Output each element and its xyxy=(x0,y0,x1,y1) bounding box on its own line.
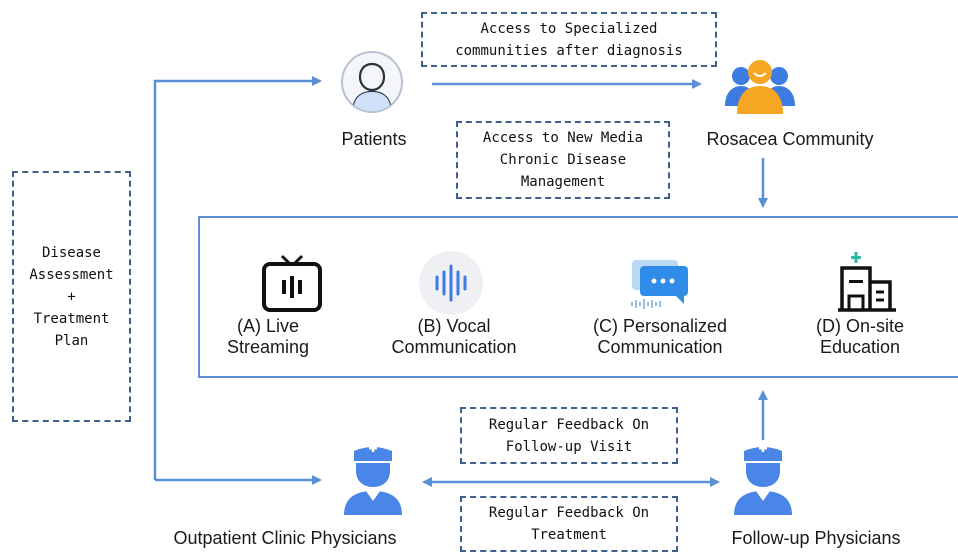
method-b-label: (B) Vocal Communication xyxy=(391,316,517,357)
outpatient-label: Outpatient Clinic Physicians xyxy=(173,528,397,548)
feedback-treatment-note: Regular Feedback On Treatment xyxy=(460,496,678,552)
community-label: Rosacea Community xyxy=(706,129,874,149)
followup-label: Follow-up Physicians xyxy=(731,528,901,548)
patient-avatar-icon xyxy=(341,51,403,113)
outpatient-physician-icon xyxy=(344,444,402,515)
new-media-access-note: Access to New Media Chronic Disease Mana… xyxy=(456,121,670,199)
assessment-loop-line xyxy=(153,76,322,480)
method-c-label: (C) Personalized Communication xyxy=(592,316,728,357)
method-a-label: (A) Live Streaming xyxy=(226,316,310,357)
feedback-followup-note: Regular Feedback On Follow-up Visit xyxy=(460,407,678,464)
followup-physician-icon xyxy=(734,444,792,515)
methods-panel xyxy=(198,216,958,378)
tv-icon xyxy=(262,254,322,312)
patients-label: Patients xyxy=(341,129,407,149)
hospital-icon xyxy=(838,252,896,312)
voice-wave-icon xyxy=(419,251,483,315)
specialized-access-note: Access to Specialized communities after … xyxy=(421,12,717,67)
community-group-icon xyxy=(725,60,795,114)
assessment-treatment-note: Disease Assessment + Treatment Plan xyxy=(12,171,131,422)
method-d-label: (D) On-site Education xyxy=(815,316,904,357)
chat-icon xyxy=(631,260,688,309)
